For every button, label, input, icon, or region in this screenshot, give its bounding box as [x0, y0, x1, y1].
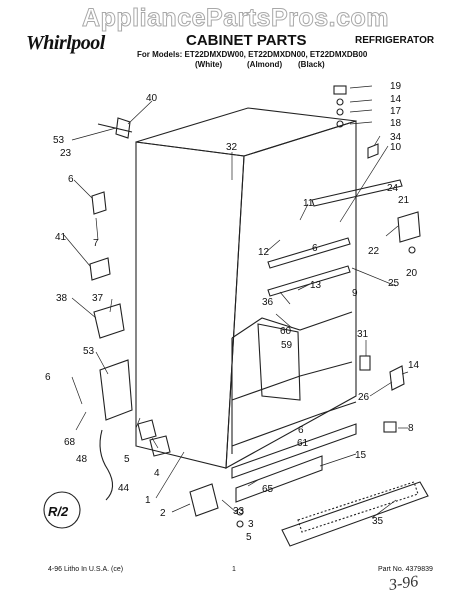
callout-7: 7	[93, 238, 99, 249]
callout-25: 25	[388, 278, 400, 289]
toe-grille	[281, 481, 429, 547]
clip-left-upper	[91, 191, 107, 215]
footer-page-number: 1	[232, 566, 236, 573]
side-cover	[383, 421, 397, 433]
callout-13: 13	[310, 280, 322, 291]
callout-33: 33	[233, 506, 245, 517]
leveling-leg	[137, 419, 157, 441]
color-almond: (Almond)	[247, 60, 283, 69]
callout-12: 12	[258, 247, 270, 258]
brand-logo: Whirlpool	[26, 32, 105, 54]
callout-34: 34	[390, 132, 402, 143]
callout-6: 6	[68, 174, 74, 185]
callout-9: 9	[352, 288, 358, 299]
callout-23: 23	[60, 148, 72, 159]
callout-2: 2	[160, 508, 166, 519]
callout-53-b: 53	[83, 346, 95, 357]
freezer-liner	[257, 323, 301, 401]
compressor-bracket	[99, 359, 133, 421]
rail-middle	[267, 265, 351, 297]
callout-18: 18	[390, 118, 402, 129]
callout-14: 14	[390, 94, 402, 105]
revision-badge	[43, 491, 81, 529]
revision-badge-label: R/2	[48, 504, 69, 519]
base-panel	[231, 423, 357, 479]
callout-4: 4	[154, 468, 160, 479]
right-hinge	[397, 211, 421, 243]
callout-37: 37	[92, 293, 104, 304]
callout-14-b: 14	[408, 360, 420, 371]
watermark: AppliancePartsPros.com	[82, 4, 389, 33]
callout-68: 68	[64, 437, 76, 448]
callout-40: 40	[146, 93, 158, 104]
callout-3: 3	[248, 519, 254, 530]
divider-mullion	[231, 311, 353, 339]
callout-38: 38	[56, 293, 68, 304]
hinge-bracket	[333, 85, 347, 95]
power-cord	[99, 429, 114, 501]
callout-59: 59	[281, 340, 293, 351]
color-white: (White)	[195, 60, 223, 69]
callout-31: 31	[357, 329, 369, 340]
relay-bracket	[93, 303, 125, 339]
callout-24: 24	[387, 183, 399, 194]
callout-26: 26	[358, 392, 370, 403]
category-label: REFRIGERATOR	[355, 35, 435, 46]
callout-17: 17	[390, 106, 402, 117]
callout-35: 35	[372, 516, 384, 527]
callout-19: 19	[390, 81, 402, 92]
callout-20: 20	[406, 268, 418, 279]
callout-21: 21	[398, 195, 410, 206]
model-list: For Models: ET22DMXDW00, ET22DMXDN00, ET…	[137, 50, 368, 59]
color-black: (Black)	[298, 60, 325, 69]
callout-41: 41	[55, 232, 67, 243]
callout-11: 11	[303, 198, 314, 209]
cabinet-side	[135, 141, 245, 469]
callout-53: 53	[53, 135, 65, 146]
callout-10: 10	[390, 142, 402, 153]
hinge-cover	[367, 143, 379, 159]
harness-clip	[89, 257, 111, 281]
callout-6-d: 6	[298, 425, 304, 436]
callout-61: 61	[297, 438, 309, 449]
rail-upper	[267, 237, 351, 269]
roller-assembly	[189, 483, 219, 517]
callout-65: 65	[262, 484, 274, 495]
cabinet-front-opening	[225, 120, 357, 469]
callout-5-b: 5	[246, 532, 252, 543]
callout-1: 1	[145, 495, 151, 506]
callout-22: 22	[368, 246, 380, 257]
callouts: 40 53 23 32 6 7 41 11 12 6 38 37 53 6 68…	[45, 81, 420, 543]
hinge-pin-left	[115, 117, 131, 139]
callout-5: 5	[124, 454, 130, 465]
hinge-small	[359, 355, 371, 371]
cabinet-top	[135, 107, 357, 157]
callout-8: 8	[408, 423, 414, 434]
callout-15: 15	[355, 450, 367, 461]
callout-6-c: 6	[45, 372, 51, 383]
footer-part-number: Part No. 4379839	[378, 566, 433, 573]
lower-strip	[235, 455, 323, 503]
callout-44: 44	[118, 483, 130, 494]
callout-60: 60	[280, 326, 292, 337]
page-title: CABINET PARTS	[186, 32, 307, 49]
callout-32: 32	[226, 142, 238, 153]
rail-top	[311, 179, 403, 207]
callout-48: 48	[76, 454, 88, 465]
footer-print-info: 4-96 Litho In U.S.A. (ce)	[48, 566, 124, 573]
callout-6-b: 6	[312, 243, 318, 254]
door-stop	[389, 365, 405, 391]
callout-36: 36	[262, 297, 274, 308]
